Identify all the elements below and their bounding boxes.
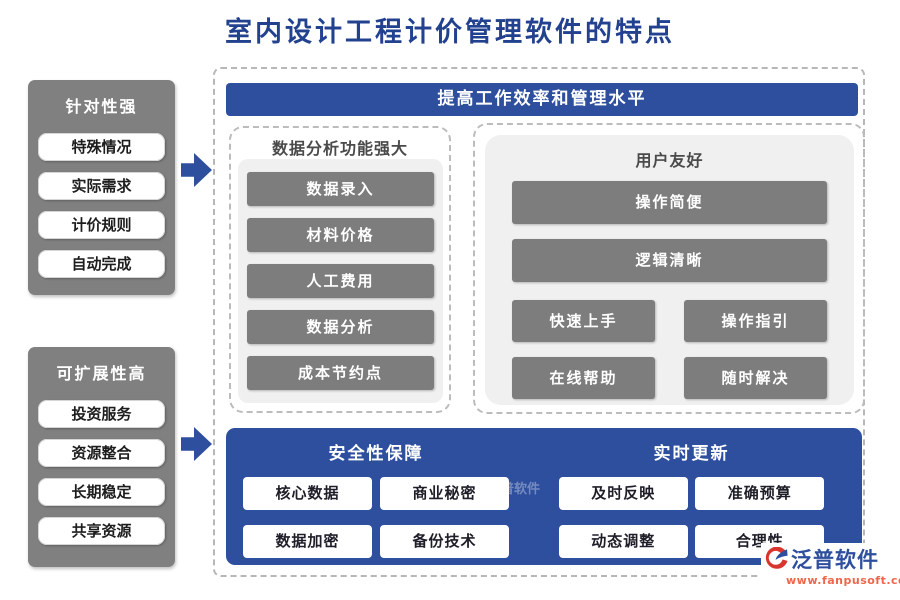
page-title: 室内设计工程计价管理软件的特点 bbox=[225, 17, 675, 48]
section-data-analysis: 数据分析功能强大 数据录入 材料价格 人工费用 数据分析 成本节约点 bbox=[229, 126, 451, 413]
item-data-analysis: 数据分析 bbox=[247, 310, 434, 344]
pill-special-cases: 特殊情况 bbox=[38, 133, 165, 161]
right-arrow-icon bbox=[181, 153, 212, 187]
pill-investment-service: 投资服务 bbox=[38, 400, 165, 428]
item-operation-guide: 操作指引 bbox=[684, 300, 827, 342]
item-data-encryption: 数据加密 bbox=[243, 525, 372, 558]
pill-pricing-rules: 计价规则 bbox=[38, 211, 165, 239]
pill-long-term-stability: 长期稳定 bbox=[38, 478, 165, 506]
item-timely-feedback: 及时反映 bbox=[559, 477, 688, 510]
item-trade-secrets: 商业秘密 bbox=[380, 477, 509, 510]
item-core-data: 核心数据 bbox=[243, 477, 372, 510]
item-labor-cost: 人工费用 bbox=[247, 264, 434, 298]
right-arrow-icon bbox=[181, 427, 212, 461]
group-security-header: 安全性保障 bbox=[328, 444, 424, 464]
brand-name: 泛普软件 bbox=[791, 548, 879, 572]
user-friendly-panel: 用户友好 操作简便 逻辑清晰 快速上手 操作指引 在线帮助 随时解决 bbox=[485, 135, 854, 405]
pill-auto-complete: 自动完成 bbox=[38, 250, 165, 278]
brand-logo: 泛普软件 www.fanpusoft.com bbox=[761, 543, 900, 588]
logo-swirl-icon bbox=[765, 547, 788, 569]
panel-targeted-header: 针对性强 bbox=[65, 97, 138, 116]
item-data-entry: 数据录入 bbox=[247, 172, 434, 206]
user-friendly-grid-row-2: 在线帮助 随时解决 bbox=[512, 357, 827, 399]
panel-targeted: 针对性强 特殊情况 实际需求 计价规则 自动完成 bbox=[28, 80, 175, 295]
item-backup-technology: 备份技术 bbox=[380, 525, 509, 558]
pill-shared-resources: 共享资源 bbox=[38, 517, 165, 545]
item-quick-start: 快速上手 bbox=[512, 300, 655, 342]
group-realtime-header: 实时更新 bbox=[653, 444, 730, 464]
user-friendly-grid-row-1: 快速上手 操作指引 bbox=[512, 300, 827, 342]
item-accurate-budget: 准确预算 bbox=[695, 477, 824, 510]
item-easy-operation: 操作简便 bbox=[512, 181, 827, 224]
item-online-help: 在线帮助 bbox=[512, 357, 655, 399]
features-container: 提高工作效率和管理水平 数据分析功能强大 数据录入 材料价格 人工费用 数据分析… bbox=[213, 67, 865, 577]
pill-actual-needs: 实际需求 bbox=[38, 172, 165, 200]
brand-url: www.fanpusoft.com bbox=[786, 574, 900, 587]
section-security-realtime: 泛普软件 安全性保障 核心数据 商业秘密 数据加密 备份技术 实时更新 及时反映… bbox=[226, 428, 862, 565]
brand-logo-row: 泛普软件 bbox=[764, 544, 900, 574]
panel-scalable: 可扩展性高 投资服务 资源整合 长期稳定 共享资源 bbox=[28, 347, 175, 567]
panel-scalable-header: 可扩展性高 bbox=[56, 364, 147, 383]
item-clear-logic: 逻辑清晰 bbox=[512, 239, 827, 282]
section-data-analysis-header: 数据分析功能强大 bbox=[271, 139, 408, 158]
security-grid: 核心数据 商业秘密 数据加密 备份技术 bbox=[243, 477, 509, 558]
section-user-friendly-header: 用户友好 bbox=[635, 151, 704, 170]
item-instant-resolution: 随时解决 bbox=[684, 357, 827, 399]
item-cost-saving-points: 成本节约点 bbox=[247, 356, 434, 390]
data-analysis-panel: 数据录入 材料价格 人工费用 数据分析 成本节约点 bbox=[238, 159, 443, 403]
pill-resource-integration: 资源整合 bbox=[38, 439, 165, 467]
banner-efficiency: 提高工作效率和管理水平 bbox=[226, 83, 858, 116]
item-material-price: 材料价格 bbox=[247, 218, 434, 252]
group-realtime: 实时更新 及时反映 准确预算 动态调整 合理性 bbox=[559, 428, 824, 558]
item-dynamic-adjustment: 动态调整 bbox=[559, 525, 688, 558]
group-security: 安全性保障 核心数据 商业秘密 数据加密 备份技术 bbox=[243, 428, 509, 558]
section-user-friendly: 用户友好 操作简便 逻辑清晰 快速上手 操作指引 在线帮助 随时解决 bbox=[473, 123, 865, 414]
